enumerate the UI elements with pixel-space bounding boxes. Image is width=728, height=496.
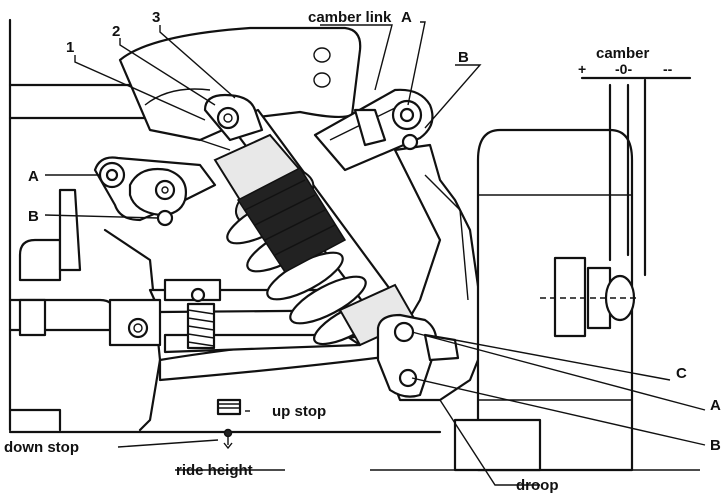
up-stop-label: up stop xyxy=(272,403,326,420)
label-num-1: 1 xyxy=(66,39,74,56)
chassis-frame xyxy=(8,18,442,434)
label-right-a: A xyxy=(710,397,721,414)
top-shock-mount xyxy=(203,93,264,142)
camber-label: camber xyxy=(596,45,650,62)
camber-link-arm xyxy=(313,88,434,172)
upper-arm-left xyxy=(93,156,217,227)
label-left-a: A xyxy=(28,168,39,185)
down-stop-label: down stop xyxy=(4,439,79,456)
label-left-b: B xyxy=(28,208,39,225)
label-top-b: B xyxy=(458,49,469,66)
hub-nut xyxy=(540,256,640,338)
camber-minus: -- xyxy=(663,61,673,77)
labels: camber link A B 1 2 3 camber + -0- -- A … xyxy=(4,9,721,494)
ride-height-adjuster xyxy=(186,302,216,350)
stop-hardware xyxy=(216,398,242,450)
label-right-c: C xyxy=(676,365,687,382)
label-num-2: 2 xyxy=(112,23,120,40)
label-top-a: A xyxy=(401,9,412,26)
leader-lines xyxy=(44,21,706,486)
label-num-3: 3 xyxy=(152,9,160,26)
camber-plus: + xyxy=(578,61,586,77)
label-right-b: B xyxy=(710,437,721,454)
coilover-shock xyxy=(213,108,460,398)
droop-label: droop xyxy=(516,477,559,494)
shock-tower-bracket xyxy=(118,26,362,151)
camber-scale xyxy=(580,76,692,277)
camber-zero: -0- xyxy=(615,61,632,77)
ride-height-label: ride height xyxy=(176,462,253,479)
camber-link-label: camber link xyxy=(308,9,392,26)
